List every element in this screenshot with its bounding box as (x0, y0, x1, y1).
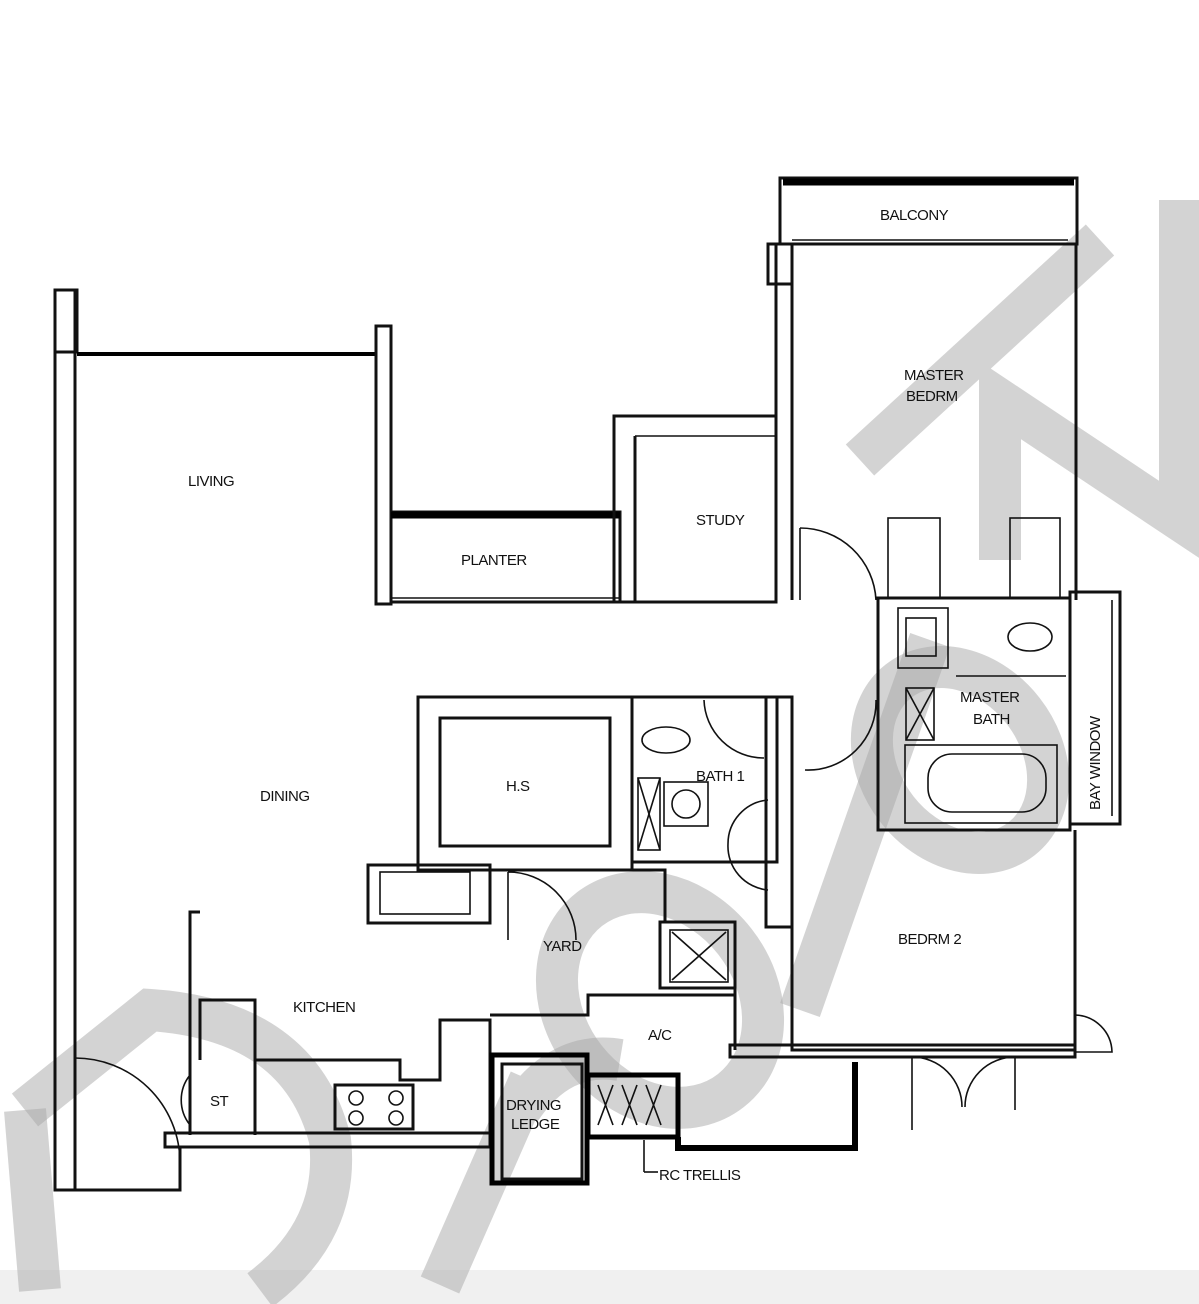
label-master-bedroom-2: BEDRM (906, 388, 958, 405)
label-st: ST (210, 1093, 229, 1110)
label-yard: YARD (543, 938, 582, 955)
label-bay-window: BAY WINDOW (1087, 715, 1104, 810)
label-drying-ledge-2: LEDGE (511, 1116, 560, 1133)
watermark-letter-d (11, 988, 353, 1304)
label-hs: H.S (506, 778, 530, 795)
label-balcony: BALCONY (880, 207, 949, 224)
label-master-bedroom-1: MASTER (904, 367, 964, 384)
walls (53, 176, 1122, 1192)
watermark-letter-p-bowl (850, 646, 1070, 874)
label-bedroom2: BEDRM 2 (898, 931, 961, 948)
label-study: STUDY (696, 512, 745, 529)
label-kitchen: KITCHEN (293, 999, 355, 1016)
room-labels: BALCONY MASTER BEDRM LIVING STUDY PLANTE… (188, 207, 1104, 1184)
label-master-bath-1: MASTER (960, 689, 1020, 706)
label-planter: PLANTER (461, 552, 527, 569)
label-dining: DINING (260, 788, 310, 805)
label-living: LIVING (188, 473, 234, 490)
label-rc-trellis: RC TRELLIS (659, 1167, 741, 1184)
label-drying-ledge-1: DRYING (506, 1097, 561, 1114)
label-ac: A/C (648, 1027, 672, 1044)
watermark-letter-p-stem (780, 633, 950, 1017)
watermark-letter-d-stem (4, 1108, 61, 1292)
label-master-bath-2: BATH (973, 711, 1010, 728)
watermark (4, 200, 1199, 1304)
bottom-band (0, 1270, 1199, 1304)
label-bath1: BATH 1 (696, 768, 745, 785)
watermark-letter-n (845, 200, 1199, 560)
